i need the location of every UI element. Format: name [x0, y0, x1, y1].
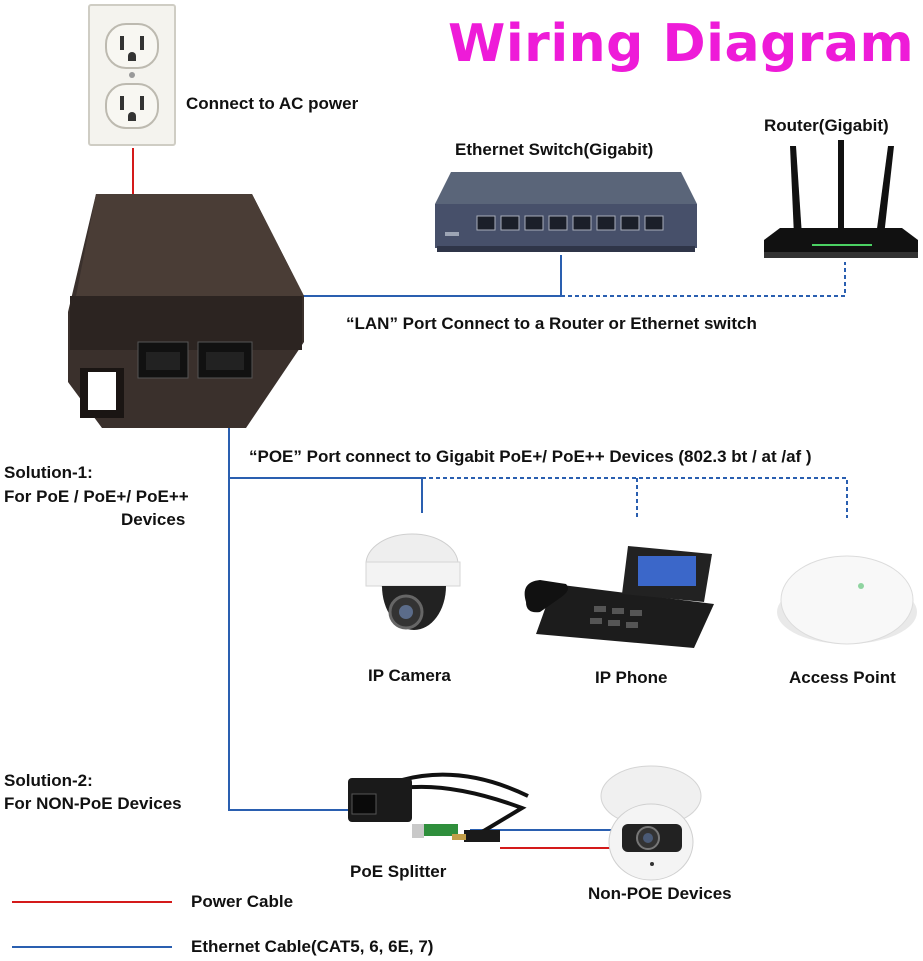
- dome-camera-icon: [365, 533, 461, 630]
- solution1-line2: Devices: [121, 510, 186, 529]
- wall-outlet-icon: [88, 4, 176, 146]
- access-point-icon: [777, 555, 917, 645]
- access-point-label: Access Point: [789, 668, 896, 687]
- router-icon: [764, 140, 918, 258]
- ip-phone-icon: [524, 546, 714, 648]
- poe-cable: [228, 372, 348, 811]
- ac-power-label: Connect to AC power: [186, 94, 359, 113]
- legend-power-label: Power Cable: [191, 892, 294, 911]
- lan-port-label: “LAN” Port Connect to a Router or Ethern…: [346, 314, 757, 333]
- switch-label: Ethernet Switch(Gigabit): [455, 140, 654, 159]
- poe-dotted-cable: [422, 477, 848, 518]
- poe-camera-cable: [229, 477, 423, 513]
- legend-ethernet-label: Ethernet Cable(CAT5, 6, 6E, 7): [191, 937, 434, 956]
- diagram-title: Wiring Diagram: [448, 14, 915, 74]
- poe-injector-icon: [68, 194, 304, 428]
- poe-splitter-label: PoE Splitter: [350, 862, 447, 881]
- non-poe-devices-label: Non-POE Devices: [588, 884, 732, 903]
- solution1-title: Solution-1:: [4, 463, 93, 482]
- poe-splitter-icon: [348, 772, 529, 842]
- ethernet-switch-icon: [435, 172, 697, 252]
- ip-camera-label: IP Camera: [368, 666, 451, 685]
- solution2-title: Solution-2:: [4, 771, 93, 790]
- router-dotted-cable: [561, 262, 846, 297]
- ip-phone-label: IP Phone: [595, 668, 668, 687]
- solution2-line1: For NON-PoE Devices: [4, 794, 182, 813]
- poe-port-label: “POE” Port connect to Gigabit PoE+/ PoE+…: [249, 447, 812, 466]
- router-label: Router(Gigabit): [764, 116, 889, 135]
- solution1-line1: For PoE / PoE+/ PoE++: [4, 487, 189, 506]
- turret-camera-icon: [600, 765, 702, 881]
